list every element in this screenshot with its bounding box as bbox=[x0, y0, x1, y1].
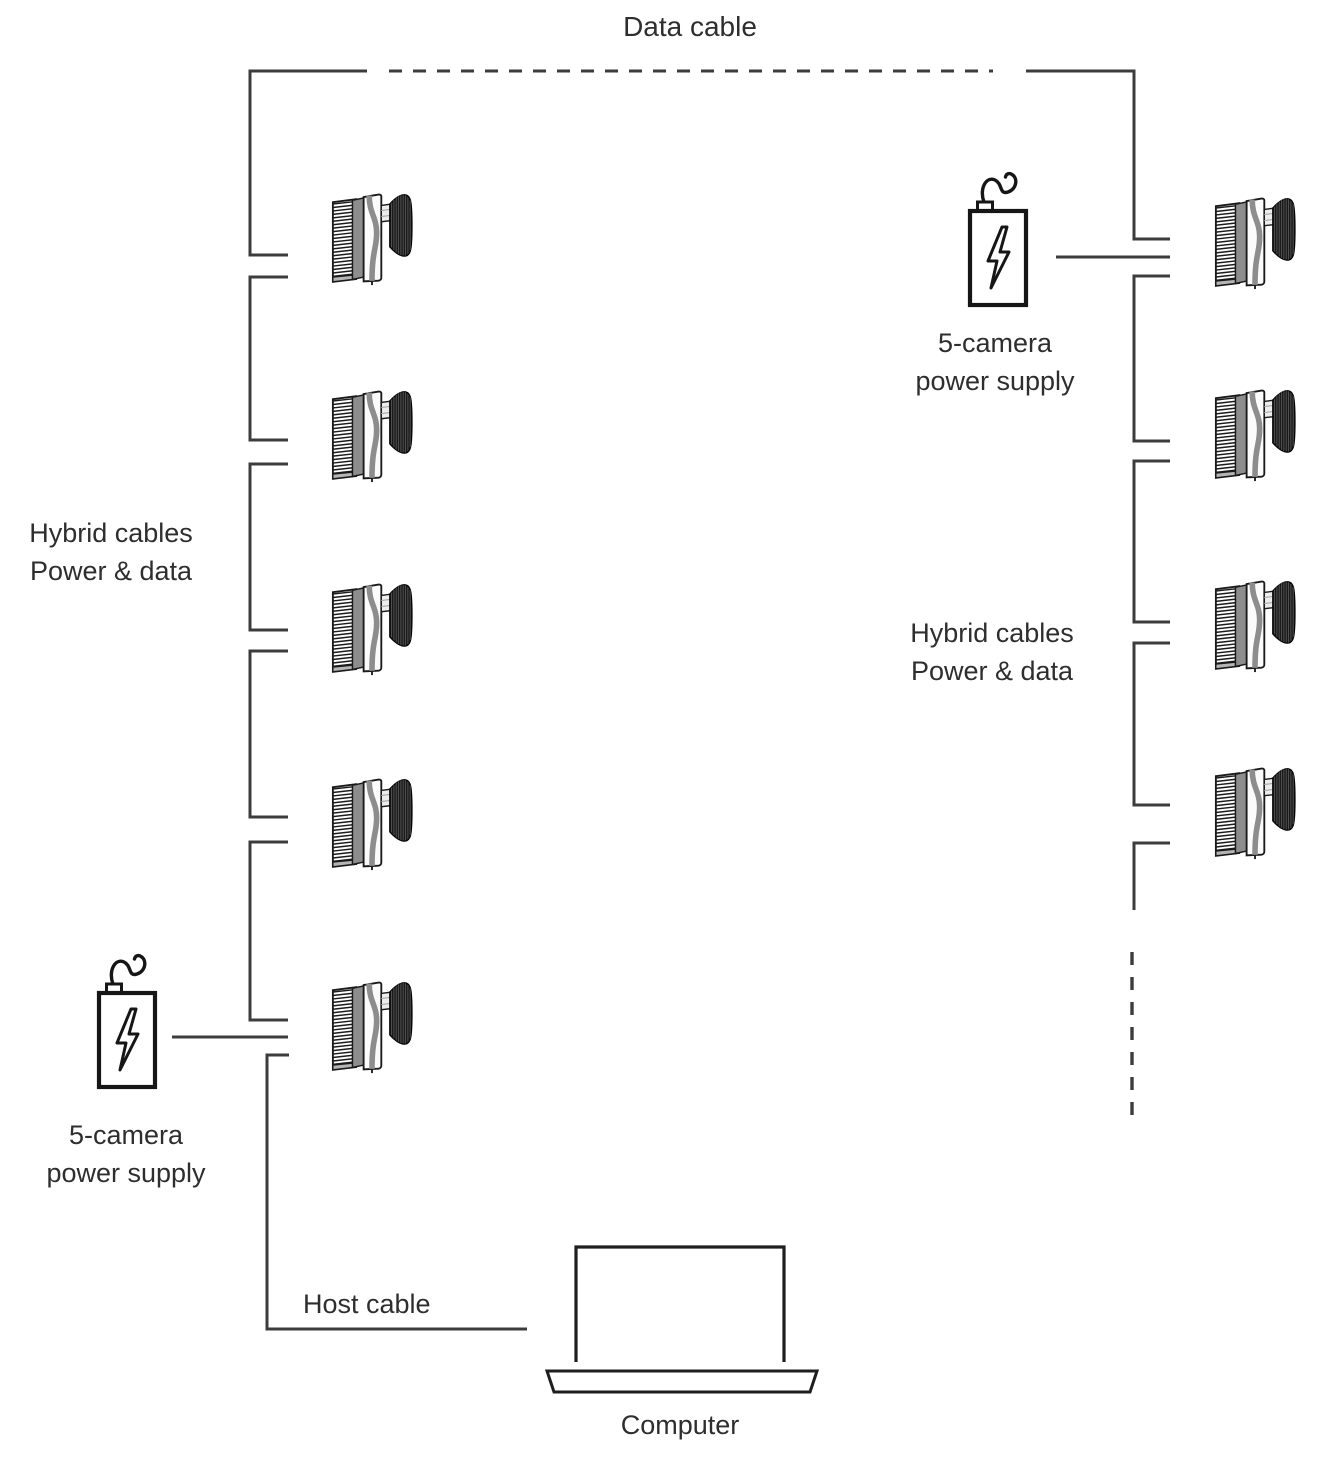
camera-icon bbox=[333, 585, 412, 676]
camera-icon bbox=[1216, 199, 1295, 290]
left-power-supply-label-line2: power supply bbox=[46, 1158, 206, 1188]
host-cable-line bbox=[265, 1053, 527, 1331]
data-cable-label: Data cable bbox=[623, 11, 757, 42]
left-power-supply-label: 5-camera power supply bbox=[26, 1116, 226, 1192]
computer-label: Computer bbox=[620, 1410, 740, 1440]
right-hybrid-cable-bus bbox=[1026, 69, 1170, 910]
laptop-screen bbox=[574, 1245, 786, 1362]
camera-icon bbox=[333, 195, 412, 286]
right-hybrid-cables-label-line1: Hybrid cables bbox=[910, 618, 1074, 648]
right-hybrid-cables-label: Hybrid cables Power & data bbox=[892, 614, 1092, 690]
right-power-supply-label-line1: 5-camera bbox=[937, 328, 1053, 358]
left-hybrid-cables-label-line2: Power & data bbox=[29, 556, 193, 586]
power-supply-icon bbox=[970, 174, 1026, 305]
right-power-supply-label: 5-camera power supply bbox=[895, 324, 1095, 400]
camera-icon bbox=[333, 780, 412, 871]
left-hybrid-cable-bus bbox=[248, 69, 367, 1022]
right-hybrid-cables-label-line2: Power & data bbox=[910, 656, 1074, 686]
left-hybrid-cables-label-line1: Hybrid cables bbox=[29, 518, 193, 548]
camera-icon bbox=[1216, 391, 1295, 482]
left-power-supply-label-line1: 5-camera bbox=[68, 1120, 184, 1150]
laptop-icon bbox=[544, 1245, 820, 1394]
camera-icon bbox=[333, 392, 412, 483]
camera-icon bbox=[1216, 769, 1295, 860]
laptop-base bbox=[544, 1369, 820, 1394]
host-cable-label: Host cable bbox=[303, 1289, 431, 1319]
power-supply-icon bbox=[99, 956, 155, 1087]
left-hybrid-cables-label: Hybrid cables Power & data bbox=[11, 514, 211, 590]
right-power-supply-label-line2: power supply bbox=[915, 366, 1075, 396]
camera-icon bbox=[1216, 582, 1295, 673]
camera-icon bbox=[333, 983, 412, 1074]
